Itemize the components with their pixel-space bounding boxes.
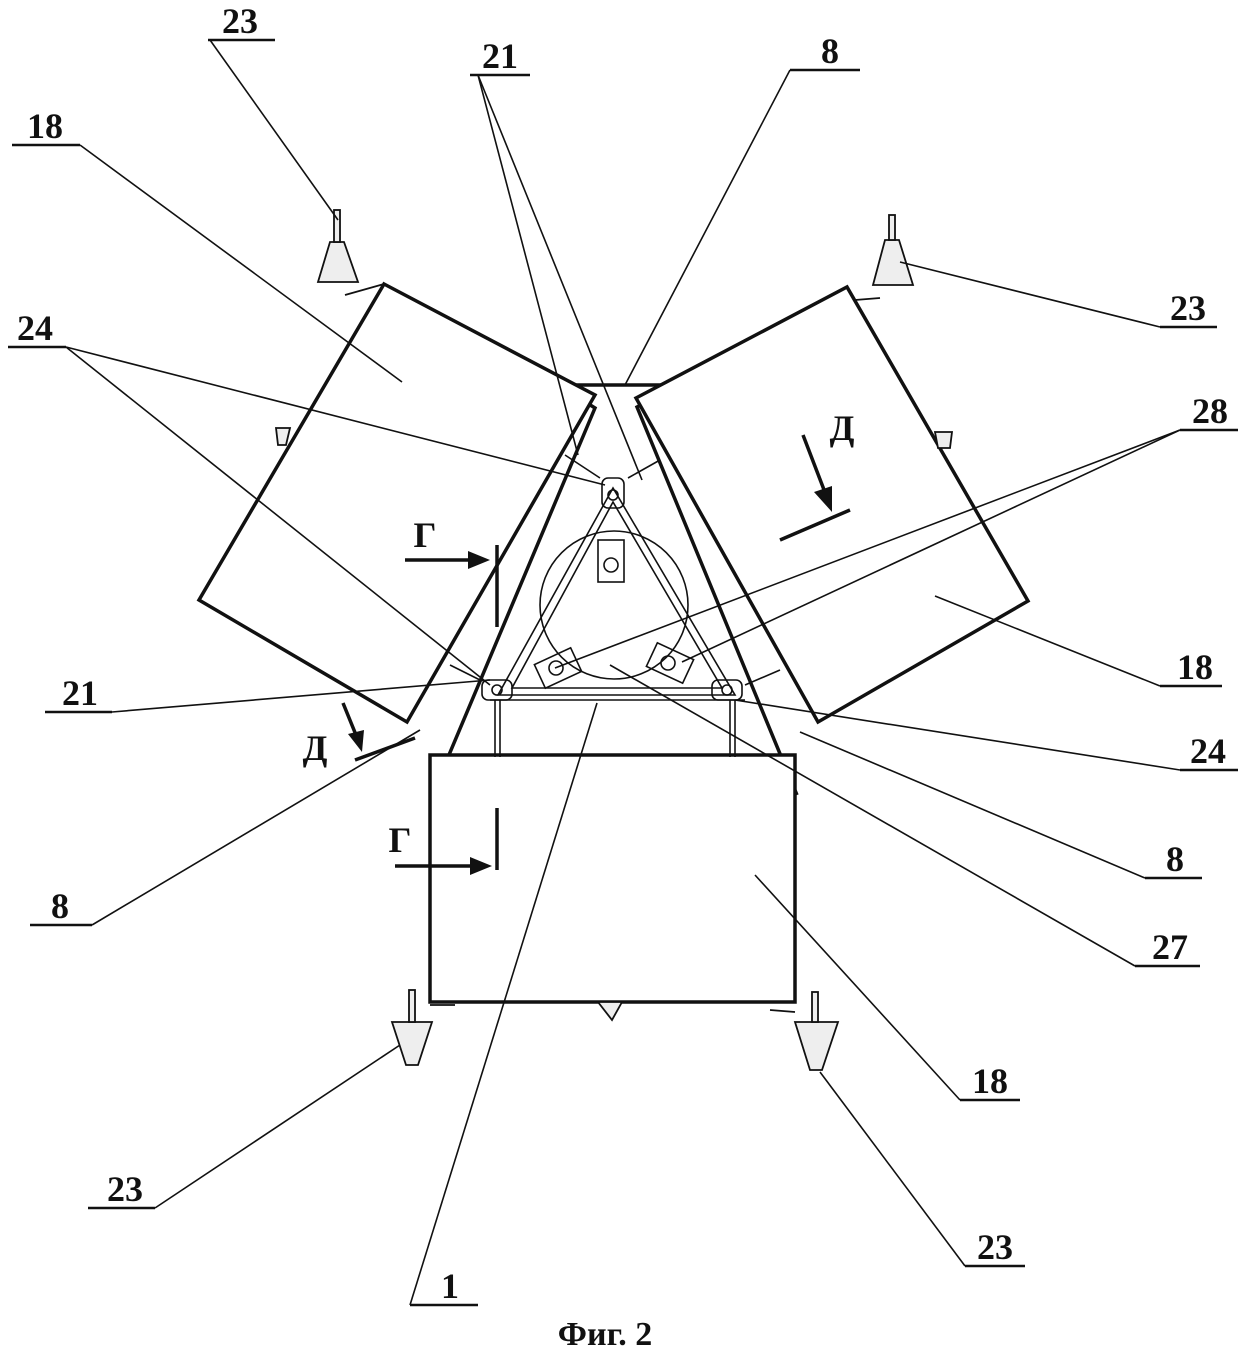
- callout-18: 18: [1177, 647, 1213, 687]
- section-d-label: Д: [830, 408, 855, 448]
- section-d-label: Д: [303, 728, 328, 768]
- callout-8: 8: [51, 886, 69, 926]
- leader-lines: [8, 40, 1238, 1305]
- callout-23: 23: [107, 1169, 143, 1209]
- callout-23: 23: [977, 1227, 1013, 1267]
- callout-18: 18: [972, 1061, 1008, 1101]
- callout-21: 21: [62, 673, 98, 713]
- figure-caption: Фиг. 2: [558, 1316, 652, 1352]
- callout-18: 18: [27, 106, 63, 146]
- callout-1: 1: [441, 1266, 459, 1306]
- callout-24: 24: [17, 308, 53, 348]
- callout-24: 24: [1190, 731, 1226, 771]
- callout-23: 23: [222, 1, 258, 41]
- panel-18-bottom: [430, 755, 795, 1002]
- callout-8: 8: [1166, 839, 1184, 879]
- panel-18-left: [199, 284, 595, 722]
- section-g-label: Г: [389, 820, 412, 860]
- section-g-label: Г: [414, 515, 437, 555]
- callout-23: 23: [1170, 288, 1206, 328]
- callout-21: 21: [482, 36, 518, 76]
- callout-28: 28: [1192, 391, 1228, 431]
- callout-8: 8: [821, 31, 839, 71]
- callout-27: 27: [1152, 927, 1188, 967]
